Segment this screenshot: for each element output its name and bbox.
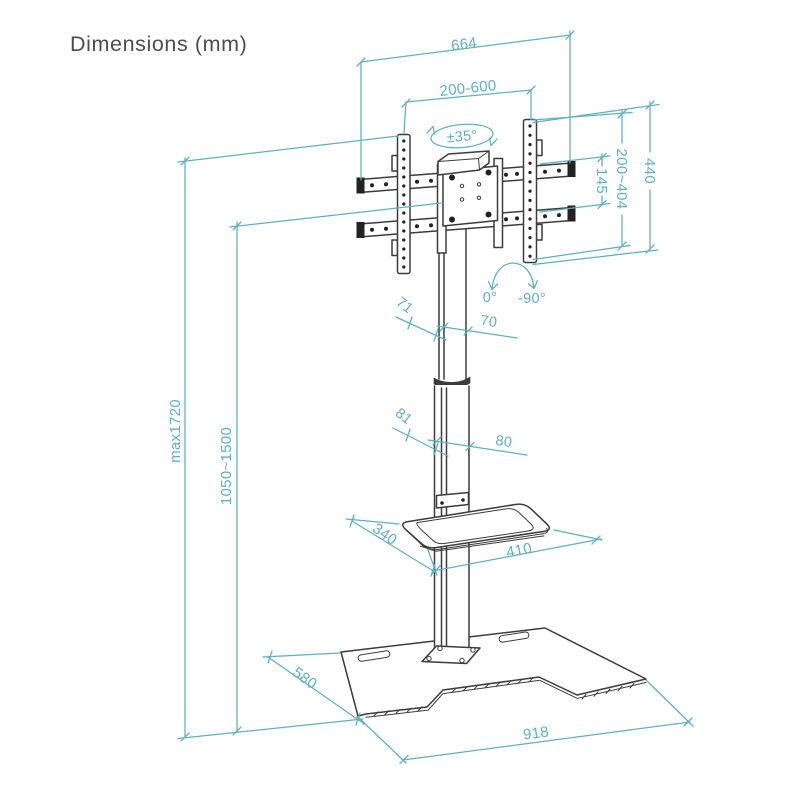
dim-label-shelf-depth: 340: [369, 520, 400, 549]
vesa-strip-right: [522, 118, 543, 264]
top-handle: [437, 150, 490, 176]
dim-label-lower-column-width: 80: [494, 433, 513, 451]
dim-label-overall-width: 664: [450, 34, 478, 54]
page-title: Dimensions (mm): [70, 32, 248, 56]
dim-label-upper-column-width: 70: [479, 313, 498, 331]
dim-label-swivel: ±35°: [446, 128, 478, 147]
pole-base-plate: [421, 645, 481, 665]
dim-label-tilt-max: -90°: [518, 291, 546, 307]
dim-label-plate-height: 145: [593, 168, 610, 194]
tilt-arrow: [487, 262, 539, 291]
shelf-clamp: [435, 491, 470, 509]
vesa-plate: [442, 165, 499, 227]
vesa-strip-left: [391, 133, 411, 275]
dim-label-lower-column-depth: 81: [392, 405, 415, 428]
base-slot-left: [357, 650, 391, 662]
dim-label-height-range: 1050~1500: [218, 427, 235, 505]
base-slot-right: [498, 631, 530, 643]
dim-label-vesa-width: 200-600: [439, 77, 498, 100]
base-plate: [340, 627, 647, 718]
dim-label-base-depth: 580: [289, 664, 320, 693]
media-shelf: [402, 491, 550, 552]
base-edge-hatching: [373, 677, 635, 717]
dim-label-max-height: max1720: [167, 399, 184, 463]
dim-label-vesa-height: 200~404: [613, 149, 630, 210]
dim-label-tilt-min: 0°: [483, 290, 497, 306]
dim-label-upper-column-depth: 71: [393, 294, 416, 317]
tv-bracket-assembly: [356, 118, 576, 275]
swivel-arrow: [426, 123, 498, 149]
dim-label-bracket-height: 440: [641, 158, 658, 184]
dim-label-shelf-width: 410: [505, 540, 534, 562]
rail-holes: [370, 168, 561, 232]
dim-label-base-width: 918: [522, 723, 550, 743]
